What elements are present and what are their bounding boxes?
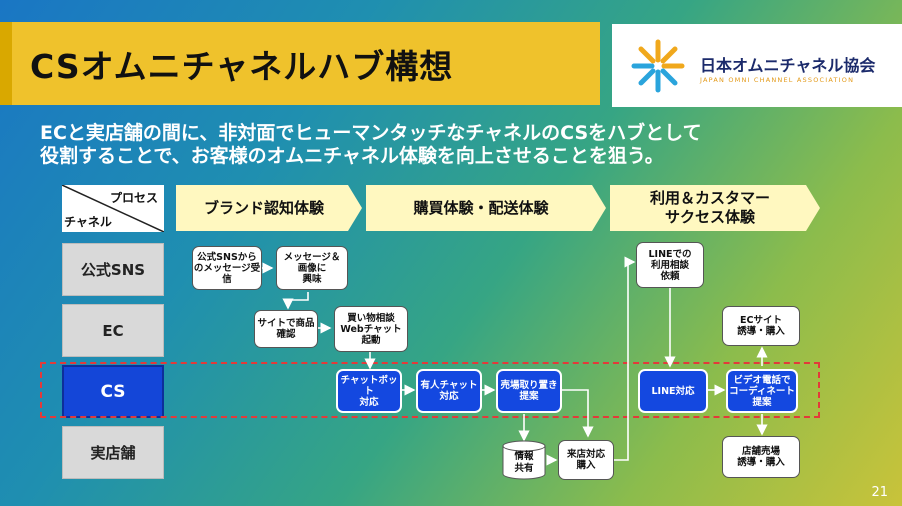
matrix-corner: プロセス チャネル bbox=[62, 185, 164, 232]
diagonal-divider bbox=[62, 185, 164, 232]
arrow-hold-to-visit bbox=[562, 389, 594, 438]
page-number: 21 bbox=[871, 485, 888, 500]
phase-purchase: 購買体験・配送体験 bbox=[366, 185, 606, 231]
asterisk-logo-icon bbox=[631, 39, 685, 93]
logo-subtitle: JAPAN OMNI CHANNEL ASSOCIATION bbox=[700, 76, 855, 84]
logo-name: 日本オムニチャネル協会 bbox=[700, 56, 876, 75]
arrow-msg-to-site bbox=[282, 292, 309, 310]
node-manned-chat: 有人チャット 対応 bbox=[416, 369, 482, 413]
page-title: CSオムニチャネルハブ構想 bbox=[30, 47, 454, 86]
process-label: プロセス bbox=[109, 191, 158, 205]
node-store-floor: 店舗売場 誘導・購入 bbox=[722, 436, 800, 478]
node-site-check: サイトで商品 確認 bbox=[254, 310, 318, 348]
node-ec-site: ECサイト 誘導・購入 bbox=[722, 306, 800, 346]
node-info-share: 情報 共有 bbox=[502, 440, 546, 480]
row-cs: CS bbox=[62, 365, 164, 418]
node-msg-image: メッセージ＆ 画像に 興味 bbox=[276, 246, 348, 290]
phase-usage: 利用＆カスタマー サクセス体験 bbox=[610, 185, 820, 231]
database-icon bbox=[502, 440, 546, 480]
info-share-label: 情報 共有 bbox=[514, 451, 534, 474]
title-bar: CSオムニチャネルハブ構想 bbox=[0, 22, 600, 105]
lead-line-1: ECと実店舗の間に、非対面でヒューマンタッチなチャネルのCSをハブとして bbox=[40, 122, 702, 144]
node-shopping-consult: 買い物相談 Webチャット 起動 bbox=[334, 306, 408, 352]
node-store-visit: 来店対応 購入 bbox=[558, 440, 614, 480]
node-chatbot: チャットボット 対応 bbox=[336, 369, 402, 413]
channel-label: チャネル bbox=[64, 215, 112, 229]
row-sns: 公式SNS bbox=[62, 243, 164, 296]
lead-line-2: 役割することで、お客様のオムニチャネル体験を向上させることを狙う。 bbox=[40, 145, 664, 167]
node-line-consult: LINEでの 利用相談 依頼 bbox=[636, 242, 704, 288]
node-video-call: ビデオ電話で コーディネート 提案 bbox=[726, 369, 798, 413]
row-store: 実店舗 bbox=[62, 426, 164, 479]
node-store-hold: 売場取り置き 提案 bbox=[496, 369, 562, 413]
node-line-support: LINE対応 bbox=[638, 369, 708, 413]
row-ec: EC bbox=[62, 304, 164, 357]
logo: 日本オムニチャネル協会 JAPAN OMNI CHANNEL ASSOCIATI… bbox=[612, 24, 902, 107]
lead-text: ECと実店舗の間に、非対面でヒューマンタッチなチャネルのCSをハブとして 役割す… bbox=[40, 122, 870, 168]
node-sns-message: 公式SNSから のメッセージ受 信 bbox=[192, 246, 262, 290]
cs-highlight-frame bbox=[40, 362, 820, 418]
arrow-visit-to-line bbox=[612, 256, 636, 461]
phase-brand: ブランド認知体験 bbox=[176, 185, 362, 231]
